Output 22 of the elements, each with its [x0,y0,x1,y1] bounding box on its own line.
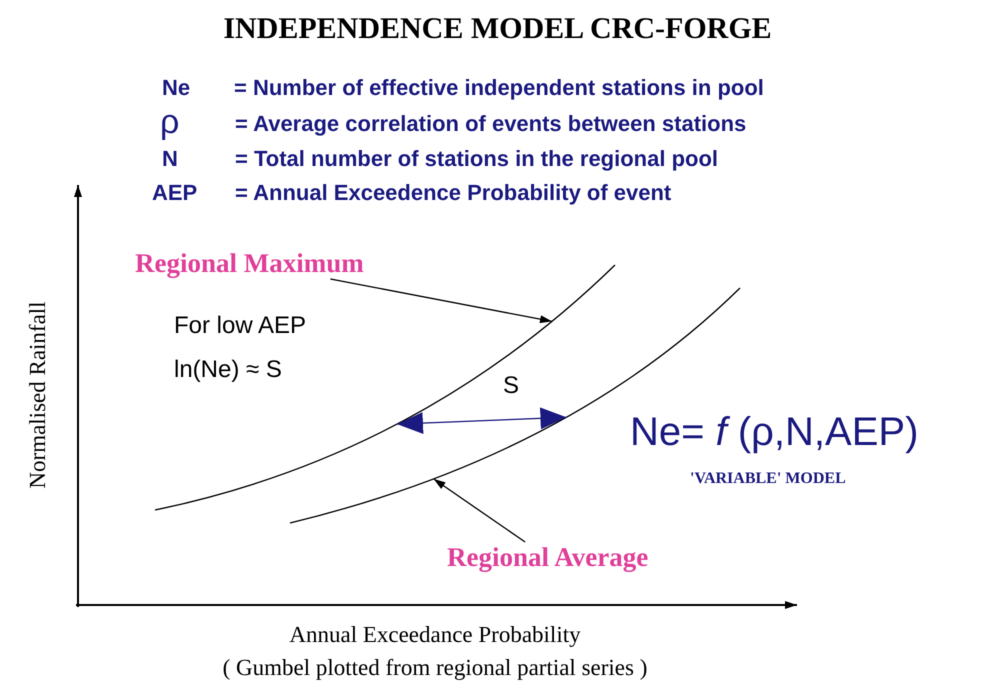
edge-label: S [503,372,520,400]
axis-label: Annual Exceedance Probability [288,622,582,648]
symbol: Ne [162,75,190,101]
definition: = Total number of stations in the regional pool [235,146,718,172]
formula: ln(Ne) ≈ S [174,356,282,384]
leader-arrow [433,478,526,543]
axis-label: Normalised Rainfall [25,300,51,491]
leader-arrow [330,278,552,324]
axis-note: ( Gumbel plotted from regional partial series ) [222,655,648,681]
curve-label: Regional Maximum [135,248,364,279]
model-caption: 'VARIABLE' MODEL [690,470,846,488]
symbol: AEP [152,180,198,206]
definition: = Annual Exceedence Probability of event [235,180,672,206]
definition: = Number of effective independent stations in pool [234,75,764,101]
leader-arrow [396,407,566,434]
symbol: ρ [160,103,180,142]
formula: Ne= f (ρ,N,AEP) [630,410,918,455]
note: For low AEP [174,312,306,340]
title: INDEPENDENCE MODEL CRC-FORGE [222,12,773,46]
symbol: N [162,146,178,172]
curve-label: Regional Average [447,542,648,573]
definition: = Average correlation of events between stations [235,111,746,137]
